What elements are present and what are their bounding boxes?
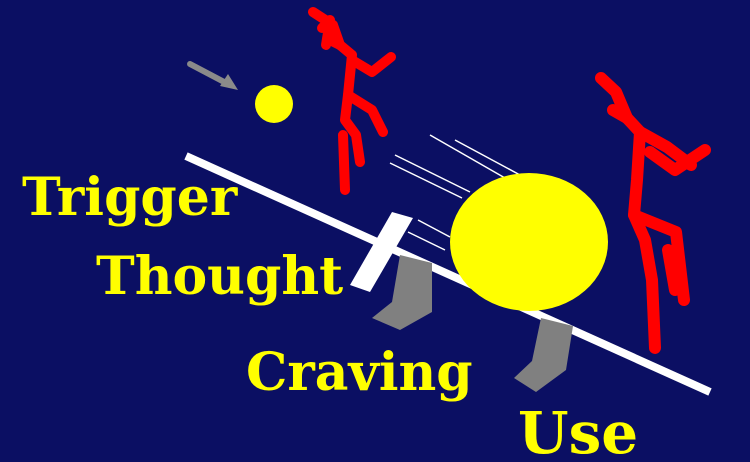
use-label: Use bbox=[518, 404, 638, 462]
stopper-icon bbox=[514, 318, 573, 392]
running-figure-icon bbox=[601, 78, 705, 348]
running-figure-icon bbox=[313, 12, 391, 190]
large-ball-icon bbox=[450, 173, 608, 311]
small-ball-icon bbox=[255, 85, 293, 123]
trigger-label: Trigger bbox=[22, 172, 237, 224]
thought-label: Thought bbox=[96, 251, 343, 303]
craving-label: Craving bbox=[246, 347, 473, 399]
arrow-icon bbox=[190, 64, 238, 90]
